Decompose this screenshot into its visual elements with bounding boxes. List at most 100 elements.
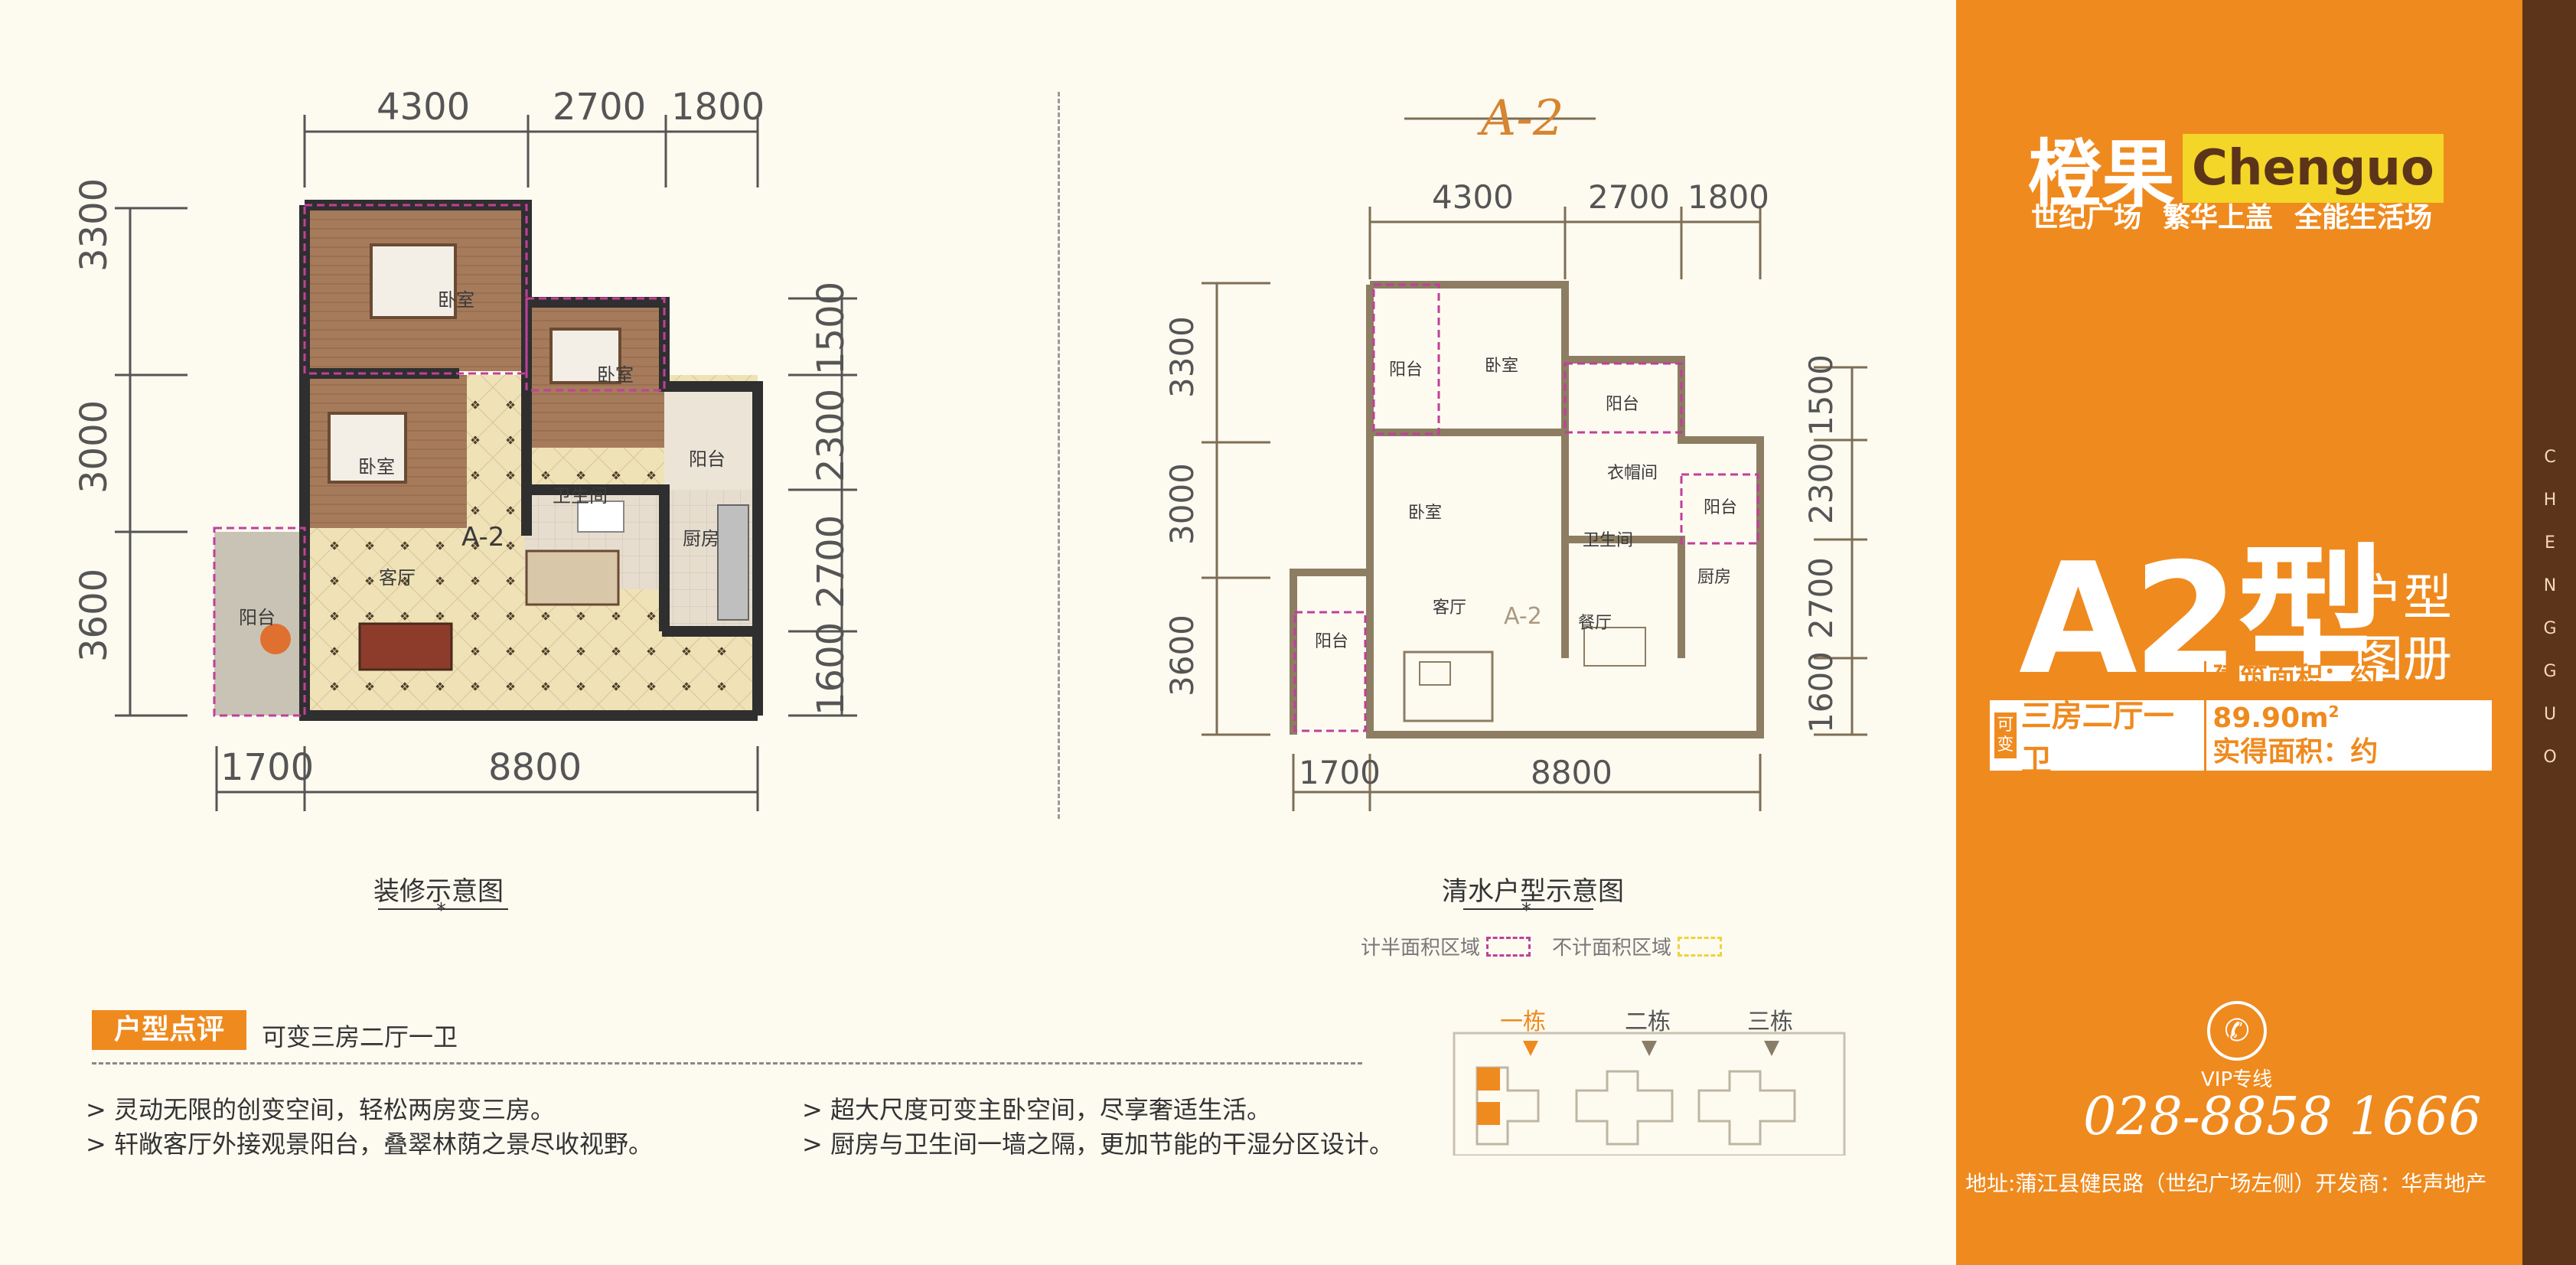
caption-divider bbox=[378, 908, 508, 910]
strip-letter: C bbox=[2544, 448, 2556, 467]
plan-divider bbox=[1058, 92, 1060, 819]
room-label-balcony: 阳台 bbox=[1389, 360, 1423, 380]
caption-mark: * bbox=[1521, 899, 1531, 922]
logo-cn: 橙果 bbox=[2028, 132, 2175, 217]
unit-type-subtitle-2: 图册 bbox=[2354, 631, 2452, 688]
brand-sidebar: 橙果 Chenguo 世纪广场 繁华上盖 全能生活场 A2型 户型 图册 可变 … bbox=[1956, 0, 2522, 1265]
variable-badge: 可变 bbox=[1994, 712, 2017, 758]
legend-half-label: 计半面积区域 bbox=[1361, 937, 1481, 960]
room-label-kitchen: 厨房 bbox=[683, 528, 719, 549]
area-build: 建筑面积：约89.90m2 bbox=[2212, 661, 2492, 735]
dim-right-4: 1600 bbox=[1802, 651, 1840, 733]
dim-top-3: 1800 bbox=[671, 86, 765, 129]
legend-none-label: 不计面积区域 bbox=[1552, 937, 1672, 960]
room-label-kitchen: 厨房 bbox=[1697, 568, 1732, 587]
legend-none-swatch bbox=[1678, 936, 1723, 957]
dim-top-1: 4300 bbox=[377, 86, 471, 129]
dim-top-2: 2700 bbox=[553, 86, 647, 129]
phone-icon: ✆ bbox=[2207, 1001, 2267, 1061]
dim-bottom-1: 1700 bbox=[1299, 754, 1381, 791]
review-point: > 灵动无限的创变空间，轻松两房变三房。 bbox=[86, 1095, 555, 1124]
area-build-text: 建筑面积：约89.90m bbox=[2212, 662, 2379, 734]
area-real-text: 实得面积：约97.83m bbox=[2212, 736, 2379, 808]
strip-letter: O bbox=[2543, 748, 2557, 767]
dim-left-3: 3600 bbox=[1163, 615, 1201, 696]
area-block: 建筑面积：约89.90m2 实得面积：约97.83m2 bbox=[2204, 661, 2492, 810]
slogan-2: 繁华上盖 bbox=[2163, 202, 2274, 233]
dim-bottom-1: 1700 bbox=[220, 746, 315, 789]
building-1-label: 一栋 bbox=[1500, 1009, 1546, 1035]
unit-type-title: A2型 bbox=[2019, 530, 2388, 709]
brand-strip bbox=[2522, 0, 2576, 1265]
dim-left-1: 3300 bbox=[1163, 316, 1201, 398]
decorated-floor-plan: 4300 2700 1800 3300 3000 3600 1500 2300 … bbox=[0, 0, 995, 922]
site-map: 一栋 二栋 三栋 bbox=[1446, 1003, 1875, 1156]
dim-top-2: 2700 bbox=[1588, 178, 1670, 216]
strip-letter: U bbox=[2543, 705, 2557, 724]
building-3-label: 三栋 bbox=[1747, 1009, 1793, 1035]
dim-left-2: 3000 bbox=[1163, 463, 1201, 545]
room-label-cloakroom: 衣帽间 bbox=[1607, 464, 1658, 483]
caption-mark: * bbox=[436, 899, 446, 922]
dim-left-3: 3600 bbox=[73, 568, 116, 662]
room-label-dining: 餐厅 bbox=[1578, 614, 1612, 633]
room-label-balcony: 阳台 bbox=[1704, 498, 1738, 517]
unit-layout: 三房二厅一卫 bbox=[2020, 699, 2174, 778]
decorated-plan-caption: 装修示意图 bbox=[373, 876, 504, 907]
address: 地址:蒲江县健民路（世纪广场左侧）开发商：华声地产 bbox=[1965, 1171, 2487, 1196]
strip-letter: E bbox=[2545, 533, 2555, 553]
area-unit-sup: 2 bbox=[2328, 703, 2340, 721]
unit-label: A-2 bbox=[461, 522, 505, 553]
vip-label: VIP专线 bbox=[2201, 1068, 2273, 1091]
vip-phone: 028-8858 1666 bbox=[2083, 1087, 2482, 1147]
strip-letter: G bbox=[2543, 619, 2557, 638]
dim-right-1: 1500 bbox=[1802, 354, 1840, 436]
logo-en: Chenguo bbox=[2183, 133, 2444, 203]
room-label-balcony: 阳台 bbox=[1606, 395, 1640, 414]
dim-right-1: 1500 bbox=[810, 281, 853, 375]
legend-half-area: 计半面积区域 bbox=[1361, 932, 1531, 960]
dim-right-3: 2700 bbox=[1802, 557, 1840, 639]
legend-half-swatch bbox=[1486, 936, 1531, 957]
brand-logo: 橙果 Chenguo bbox=[2028, 115, 2444, 221]
dim-left-1: 3300 bbox=[73, 178, 116, 272]
building-2-label: 二栋 bbox=[1625, 1009, 1671, 1035]
dim-top-3: 1800 bbox=[1687, 178, 1769, 216]
room-label-bathroom: 卫生间 bbox=[553, 485, 608, 507]
unit-spec-panel: 可变 三房二厅一卫 建筑面积：约89.90m2 实得面积：约97.83m2 bbox=[1990, 661, 2492, 810]
dim-left-2: 3000 bbox=[73, 399, 116, 494]
room-label-bedroom: 卧室 bbox=[597, 364, 634, 386]
room-label-bedroom: 卧室 bbox=[358, 456, 395, 478]
room-label-living: 客厅 bbox=[1433, 598, 1467, 618]
room-label-balcony: 阳台 bbox=[1315, 632, 1349, 651]
strip-letter: N bbox=[2543, 576, 2557, 595]
area-real: 实得面积：约97.83m2 bbox=[2212, 735, 2492, 810]
dim-bottom-2: 8800 bbox=[488, 746, 582, 789]
unit-type-subtitle-1: 户型 bbox=[2354, 570, 2452, 627]
area-unit-sup: 2 bbox=[2328, 777, 2340, 795]
strip-letter: G bbox=[2543, 662, 2557, 681]
dim-right-2: 2300 bbox=[810, 388, 853, 482]
slogan-3: 全能生活场 bbox=[2294, 202, 2433, 233]
room-label-living: 客厅 bbox=[379, 567, 416, 588]
caption-divider bbox=[1463, 908, 1593, 910]
dim-right-2: 2300 bbox=[1802, 442, 1840, 524]
slogan-1: 世纪广场 bbox=[2031, 202, 2142, 233]
review-point: > 厨房与卫生间一墙之隔，更加节能的干湿分区设计。 bbox=[802, 1130, 1394, 1159]
dim-right-3: 2700 bbox=[810, 514, 853, 608]
review-subtitle: 可变三房二厅一卫 bbox=[262, 1022, 458, 1051]
unit-label: A-2 bbox=[1504, 603, 1542, 630]
dim-right-4: 1600 bbox=[810, 621, 853, 716]
dim-bottom-2: 8800 bbox=[1531, 754, 1612, 791]
room-label-bedroom: 卧室 bbox=[1485, 357, 1519, 376]
review-divider bbox=[92, 1062, 1362, 1064]
review-point: > 轩敞客厅外接观景阳台，叠翠林荫之景尽收视野。 bbox=[86, 1130, 653, 1159]
room-label-bedroom: 卧室 bbox=[438, 289, 474, 311]
review-point: > 超大尺度可变主卧空间，尽享奢适生活。 bbox=[802, 1095, 1271, 1124]
dim-top-1: 4300 bbox=[1432, 178, 1514, 216]
room-label-bathroom: 卫生间 bbox=[1583, 531, 1634, 550]
room-label-bedroom: 卧室 bbox=[1408, 504, 1443, 523]
strip-letters: C H E N G G U O bbox=[2535, 436, 2565, 779]
review-badge: 户型点评 bbox=[92, 1010, 246, 1050]
legend-no-area: 不计面积区域 bbox=[1552, 932, 1723, 960]
